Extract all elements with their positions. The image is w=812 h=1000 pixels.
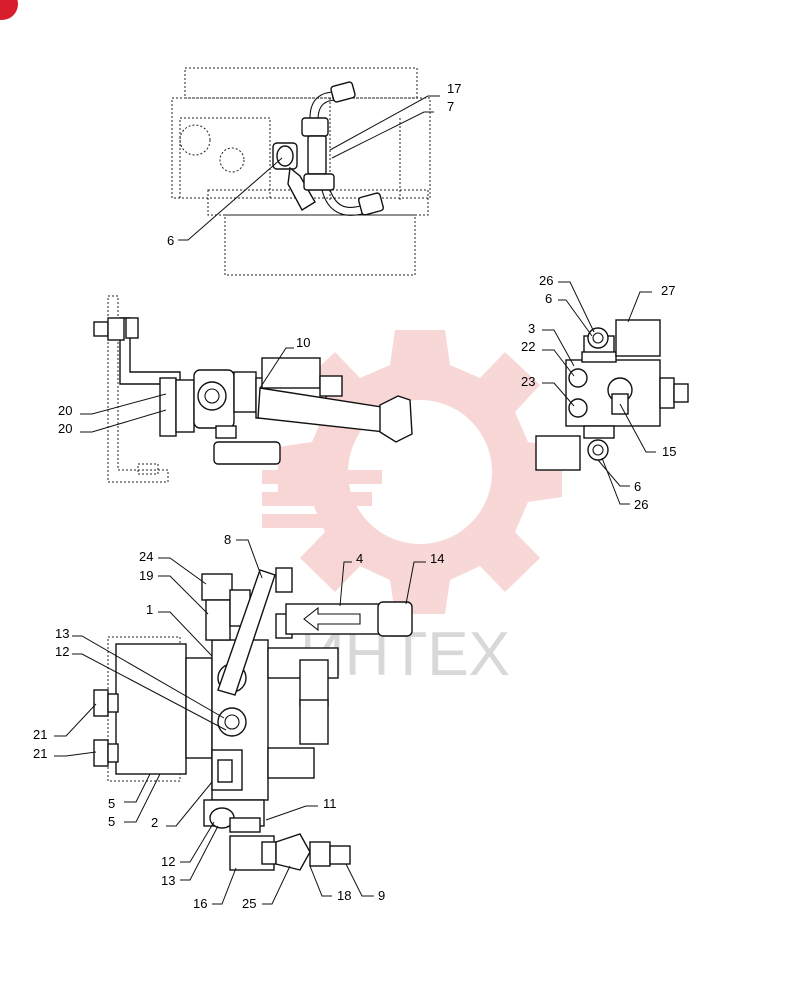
label-17: 17 [447,81,461,96]
watermark-gear-icon [262,330,562,614]
label-7-top: 7 [447,99,454,114]
label-27: 27 [661,283,675,298]
label-6-top: 6 [167,233,174,248]
label-2: 2 [151,815,158,830]
label-12-upper: 12 [55,644,69,659]
label-5-lower: 5 [108,814,115,829]
label-18: 18 [337,888,351,903]
label-4: 4 [356,551,363,566]
label-23: 23 [521,374,535,389]
label-21-lower: 21 [33,746,47,761]
label-12-lower: 12 [161,854,175,869]
label-10: 10 [296,335,310,350]
label-1: 1 [146,602,153,617]
label-26-upper: 26 [539,273,553,288]
label-6-right-lower: 6 [634,479,641,494]
label-5-upper: 5 [108,796,115,811]
label-14: 14 [430,551,444,566]
right-valve-block [535,319,689,471]
label-26-lower: 26 [634,497,648,512]
top-assembly [171,67,431,276]
label-13-upper: 13 [55,626,69,641]
label-11: 11 [323,796,337,811]
label-20-upper: 20 [58,403,72,418]
label-21-upper: 21 [33,727,47,742]
label-6-right-upper: 6 [545,291,552,306]
middle-left-assembly [93,295,413,483]
label-25: 25 [242,896,256,911]
label-13-lower: 13 [161,873,175,888]
leader-lines [54,95,656,905]
label-16: 16 [193,896,207,911]
label-19: 19 [139,568,153,583]
label-9: 9 [378,888,385,903]
part-labels: 17 7 6 10 20 20 26 6 27 3 22 23 15 6 26 … [33,81,676,911]
label-20-lower: 20 [58,421,72,436]
label-3: 3 [528,321,535,336]
label-24: 24 [139,549,153,564]
label-8: 8 [224,532,231,547]
label-22: 22 [521,339,535,354]
label-15: 15 [662,444,676,459]
bottom-assembly [93,567,413,871]
corner-badge-icon [0,0,18,20]
